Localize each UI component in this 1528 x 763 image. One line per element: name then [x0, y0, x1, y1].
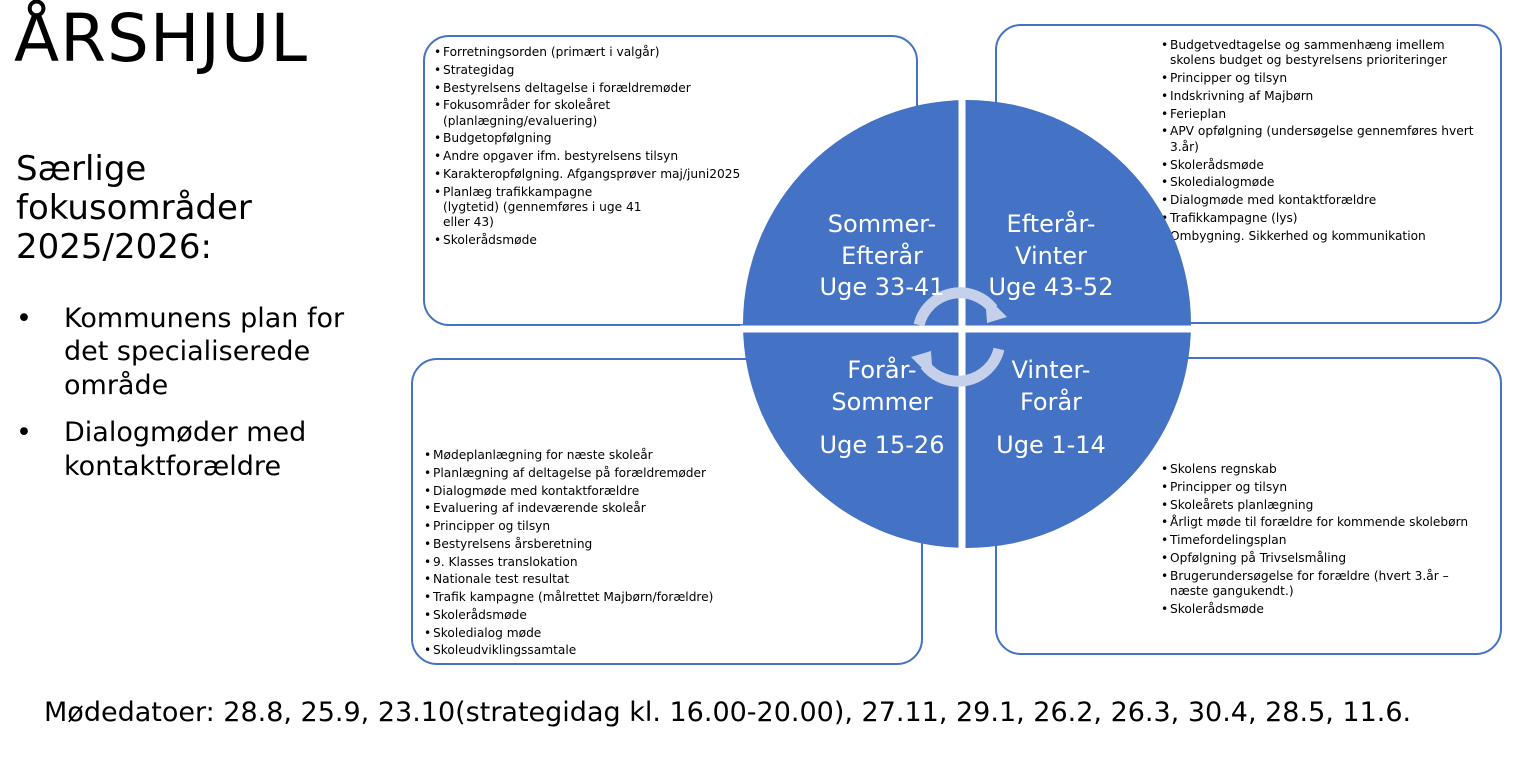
season-label: Forår- — [847, 356, 917, 384]
focus-area-item: Kommunens plan for det specialiserede om… — [16, 302, 356, 402]
list-item: Evaluering af indeværende skoleår — [424, 501, 754, 517]
quadrant-winter-spring — [967, 324, 1191, 548]
week-range: Uge 33-41 — [819, 273, 945, 302]
quadrant-label-winter-spring: Vinter- Forår Uge 1-14 — [970, 355, 1132, 462]
list-item: 9. Klasses translokation — [424, 555, 754, 571]
quadrant-label-summer-autumn: Sommer- Efterår Uge 33-41 — [802, 209, 962, 304]
week-range: Uge 15-26 — [819, 431, 945, 460]
box-list: Skolens regnskab Principper og tilsyn Sk… — [1161, 462, 1491, 620]
list-item: Opfølgning på Trivselsmåling — [1161, 551, 1491, 567]
list-item: Skoleudviklingssamtale — [424, 643, 754, 659]
list-item: Skolens regnskab — [1161, 462, 1491, 478]
list-item: Principper og tilsyn — [424, 519, 754, 535]
list-item: Dialogmøde med kontaktforældre — [424, 484, 754, 500]
list-item: Planlægning af deltagelse på forældremød… — [424, 466, 754, 482]
list-item: Forretningsorden (primært i valgår) — [434, 45, 764, 61]
list-item: Trafikkampagne (lys) — [1161, 211, 1491, 227]
list-item: APV opfølgning (undersøgelse gennemføres… — [1161, 124, 1491, 155]
season-label: Vinter- — [1011, 356, 1091, 384]
list-item: Budgetopfølgning — [434, 131, 764, 147]
box-list: Mødeplanlægning for næste skoleår Planlæ… — [424, 448, 754, 661]
list-item: Timefordelingsplan — [1161, 533, 1491, 549]
list-item: Trafik kampagne (målrettet Majbørn/foræl… — [424, 590, 754, 606]
list-item: Ferieplan — [1161, 107, 1491, 123]
list-item: Skoledialogmøde — [1161, 175, 1491, 191]
season-label: Efterår — [841, 241, 923, 270]
list-item: Principper og tilsyn — [1161, 480, 1491, 496]
season-label: Vinter — [1015, 241, 1087, 270]
list-item: Mødeplanlægning for næste skoleår — [424, 448, 754, 464]
focus-subtitle: Særlige fokusområder 2025/2026: — [16, 149, 252, 267]
meeting-dates: Mødedatoer: 28.8, 25.9, 23.10(strategida… — [44, 697, 1412, 728]
list-item: Strategidag — [434, 63, 764, 79]
list-item: Karakteropfølgning. Afgangsprøver maj/ju… — [434, 167, 764, 183]
page-title: ÅRSHJUL — [14, 0, 309, 77]
list-item: Skoledialog møde — [424, 626, 754, 642]
list-item: Budgetvedtagelse og sammenhæng imellem s… — [1161, 38, 1480, 69]
week-range: Uge 43-52 — [988, 273, 1114, 302]
focus-area-list: Kommunens plan for det specialiserede om… — [16, 302, 356, 497]
season-label: Forår — [1019, 387, 1083, 416]
list-item: Dialogmøde med kontaktforældre — [1161, 193, 1491, 209]
list-item: Skolerådsmøde — [1161, 158, 1491, 174]
quadrant-summer-autumn — [743, 100, 967, 324]
box-list: Forretningsorden (primært i valgår) Stra… — [434, 45, 764, 251]
week-range: Uge 1-14 — [996, 431, 1106, 460]
list-item: Bestyrelsens årsberetning — [424, 537, 754, 553]
focus-area-item: Dialogmøder med kontaktforældre — [16, 416, 356, 483]
list-item: Skolerådsmøde — [434, 233, 764, 249]
list-item: Principper og tilsyn — [1161, 71, 1491, 87]
season-label: Sommer — [831, 387, 933, 416]
list-item: Årligt møde til forældre for kommende sk… — [1161, 515, 1491, 531]
quadrant-autumn-winter — [967, 100, 1191, 324]
season-label: Efterår- — [1006, 210, 1096, 238]
year-wheel-graphic — [740, 97, 1194, 551]
list-item: Skolerådsmøde — [1161, 602, 1491, 618]
quadrant-label-spring-summer: Forår- Sommer Uge 15-26 — [802, 355, 962, 462]
list-item: Indskrivning af Majbørn — [1161, 89, 1491, 105]
quadrant-label-autumn-winter: Efterår- Vinter Uge 43-52 — [970, 209, 1132, 304]
list-item: Skolerådsmøde — [424, 608, 754, 624]
list-item: Brugerundersøgelse for forældre (hvert 3… — [1161, 569, 1490, 600]
list-item: Planlæg trafikkampagne (lygtetid) (genne… — [434, 185, 643, 231]
year-wheel: Sommer- Efterår Uge 33-41 Efterår- Vinte… — [740, 97, 1194, 551]
cycle-arrows-icon — [911, 287, 1007, 387]
list-item: Skoleårets planlægning — [1161, 498, 1491, 514]
list-item: Andre opgaver ifm. bestyrelsens tilsyn — [434, 149, 764, 165]
list-item: Fokusområder for skoleåret (planlægning/… — [434, 98, 764, 129]
quadrant-spring-summer — [743, 324, 967, 548]
list-item: Ombygning. Sikkerhed og kommunikation — [1161, 229, 1491, 245]
box-list: Budgetvedtagelse og sammenhæng imellem s… — [1161, 38, 1491, 246]
list-item: Nationale test resultat — [424, 572, 754, 588]
list-item: Bestyrelsens deltagelse i forældremøder — [434, 81, 764, 97]
season-label: Sommer- — [827, 210, 937, 238]
